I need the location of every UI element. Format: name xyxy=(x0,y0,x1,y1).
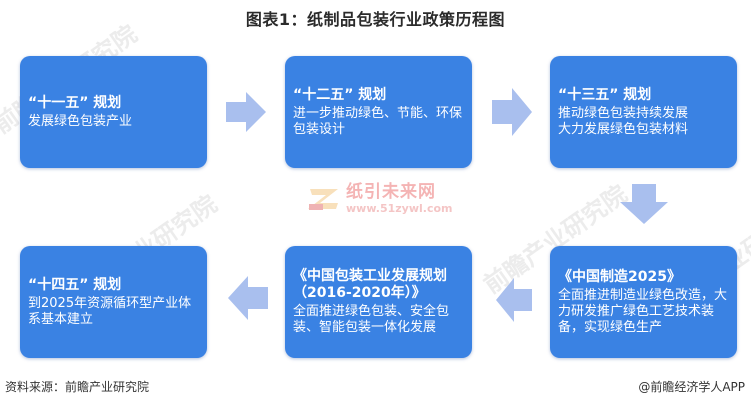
center-watermark-logo: 纸引未来网 www.51zywl.com xyxy=(308,184,453,214)
watermark-site-name: 纸引未来网 xyxy=(346,182,436,202)
source-note: 资料来源：前瞻产业研究院 xyxy=(5,380,150,394)
node-heading: “十一五” 规划 xyxy=(28,94,122,111)
chart-title: 图表1：纸制品包装行业政策历程图 xyxy=(245,10,506,29)
node-body: 进一步推动绿色、节能、环保包装设计 xyxy=(293,105,463,137)
node-body-line: 大力发展绿色包装材料 xyxy=(558,121,689,137)
node-heading: “十三五” 规划 xyxy=(558,86,652,103)
node-body: 到2025年资源循环型产业体系基本建立 xyxy=(28,295,192,327)
node-heading: “十四五” 规划 xyxy=(28,276,122,293)
arrow-left-icon xyxy=(228,276,268,320)
node-body: 发展绿色包装产业 xyxy=(28,113,133,129)
credit-note: @前瞻经济学人APP xyxy=(638,380,745,394)
arrow-right-icon xyxy=(226,92,266,132)
node-13th-five-year: “十三五” 规划 推动绿色包装持续发展 大力发展绿色包装材料 xyxy=(550,56,737,168)
arrow-right-icon xyxy=(492,88,532,136)
node-made-in-china-2025: 《中国制造2025》 全面推进制造业绿色改造，大力研发推广绿色工艺技术装备，实现… xyxy=(550,246,737,358)
node-11th-five-year: “十一五” 规划 发展绿色包装产业 xyxy=(20,56,207,168)
node-body: 全面推进绿色包装、安全包装、智能包装一体化发展 xyxy=(293,304,450,335)
node-body-line: 推动绿色包装持续发展 xyxy=(558,105,689,121)
node-heading: 《中国制造2025》 xyxy=(558,268,681,285)
node-12th-five-year: “十二五” 规划 进一步推动绿色、节能、环保包装设计 xyxy=(285,56,472,168)
watermark-site-url: www.51zywl.com xyxy=(346,202,453,215)
node-heading: “十二五” 规划 xyxy=(293,86,387,103)
node-packaging-industry-plan: 《中国包装工业发展规划（2016-2020年）》 全面推进绿色包装、安全包装、智… xyxy=(285,246,472,358)
node-14th-five-year: “十四五” 规划 到2025年资源循环型产业体系基本建立 xyxy=(20,246,207,358)
arrow-left-icon xyxy=(496,278,532,322)
z-logo-icon xyxy=(308,187,340,211)
arrow-down-icon xyxy=(620,184,668,224)
node-body: 全面推进制造业绿色改造，大力研发推广绿色工艺技术装备，实现绿色生产 xyxy=(558,287,728,335)
node-heading: 《中国包装工业发展规划（2016-2020年）》 xyxy=(293,268,447,301)
